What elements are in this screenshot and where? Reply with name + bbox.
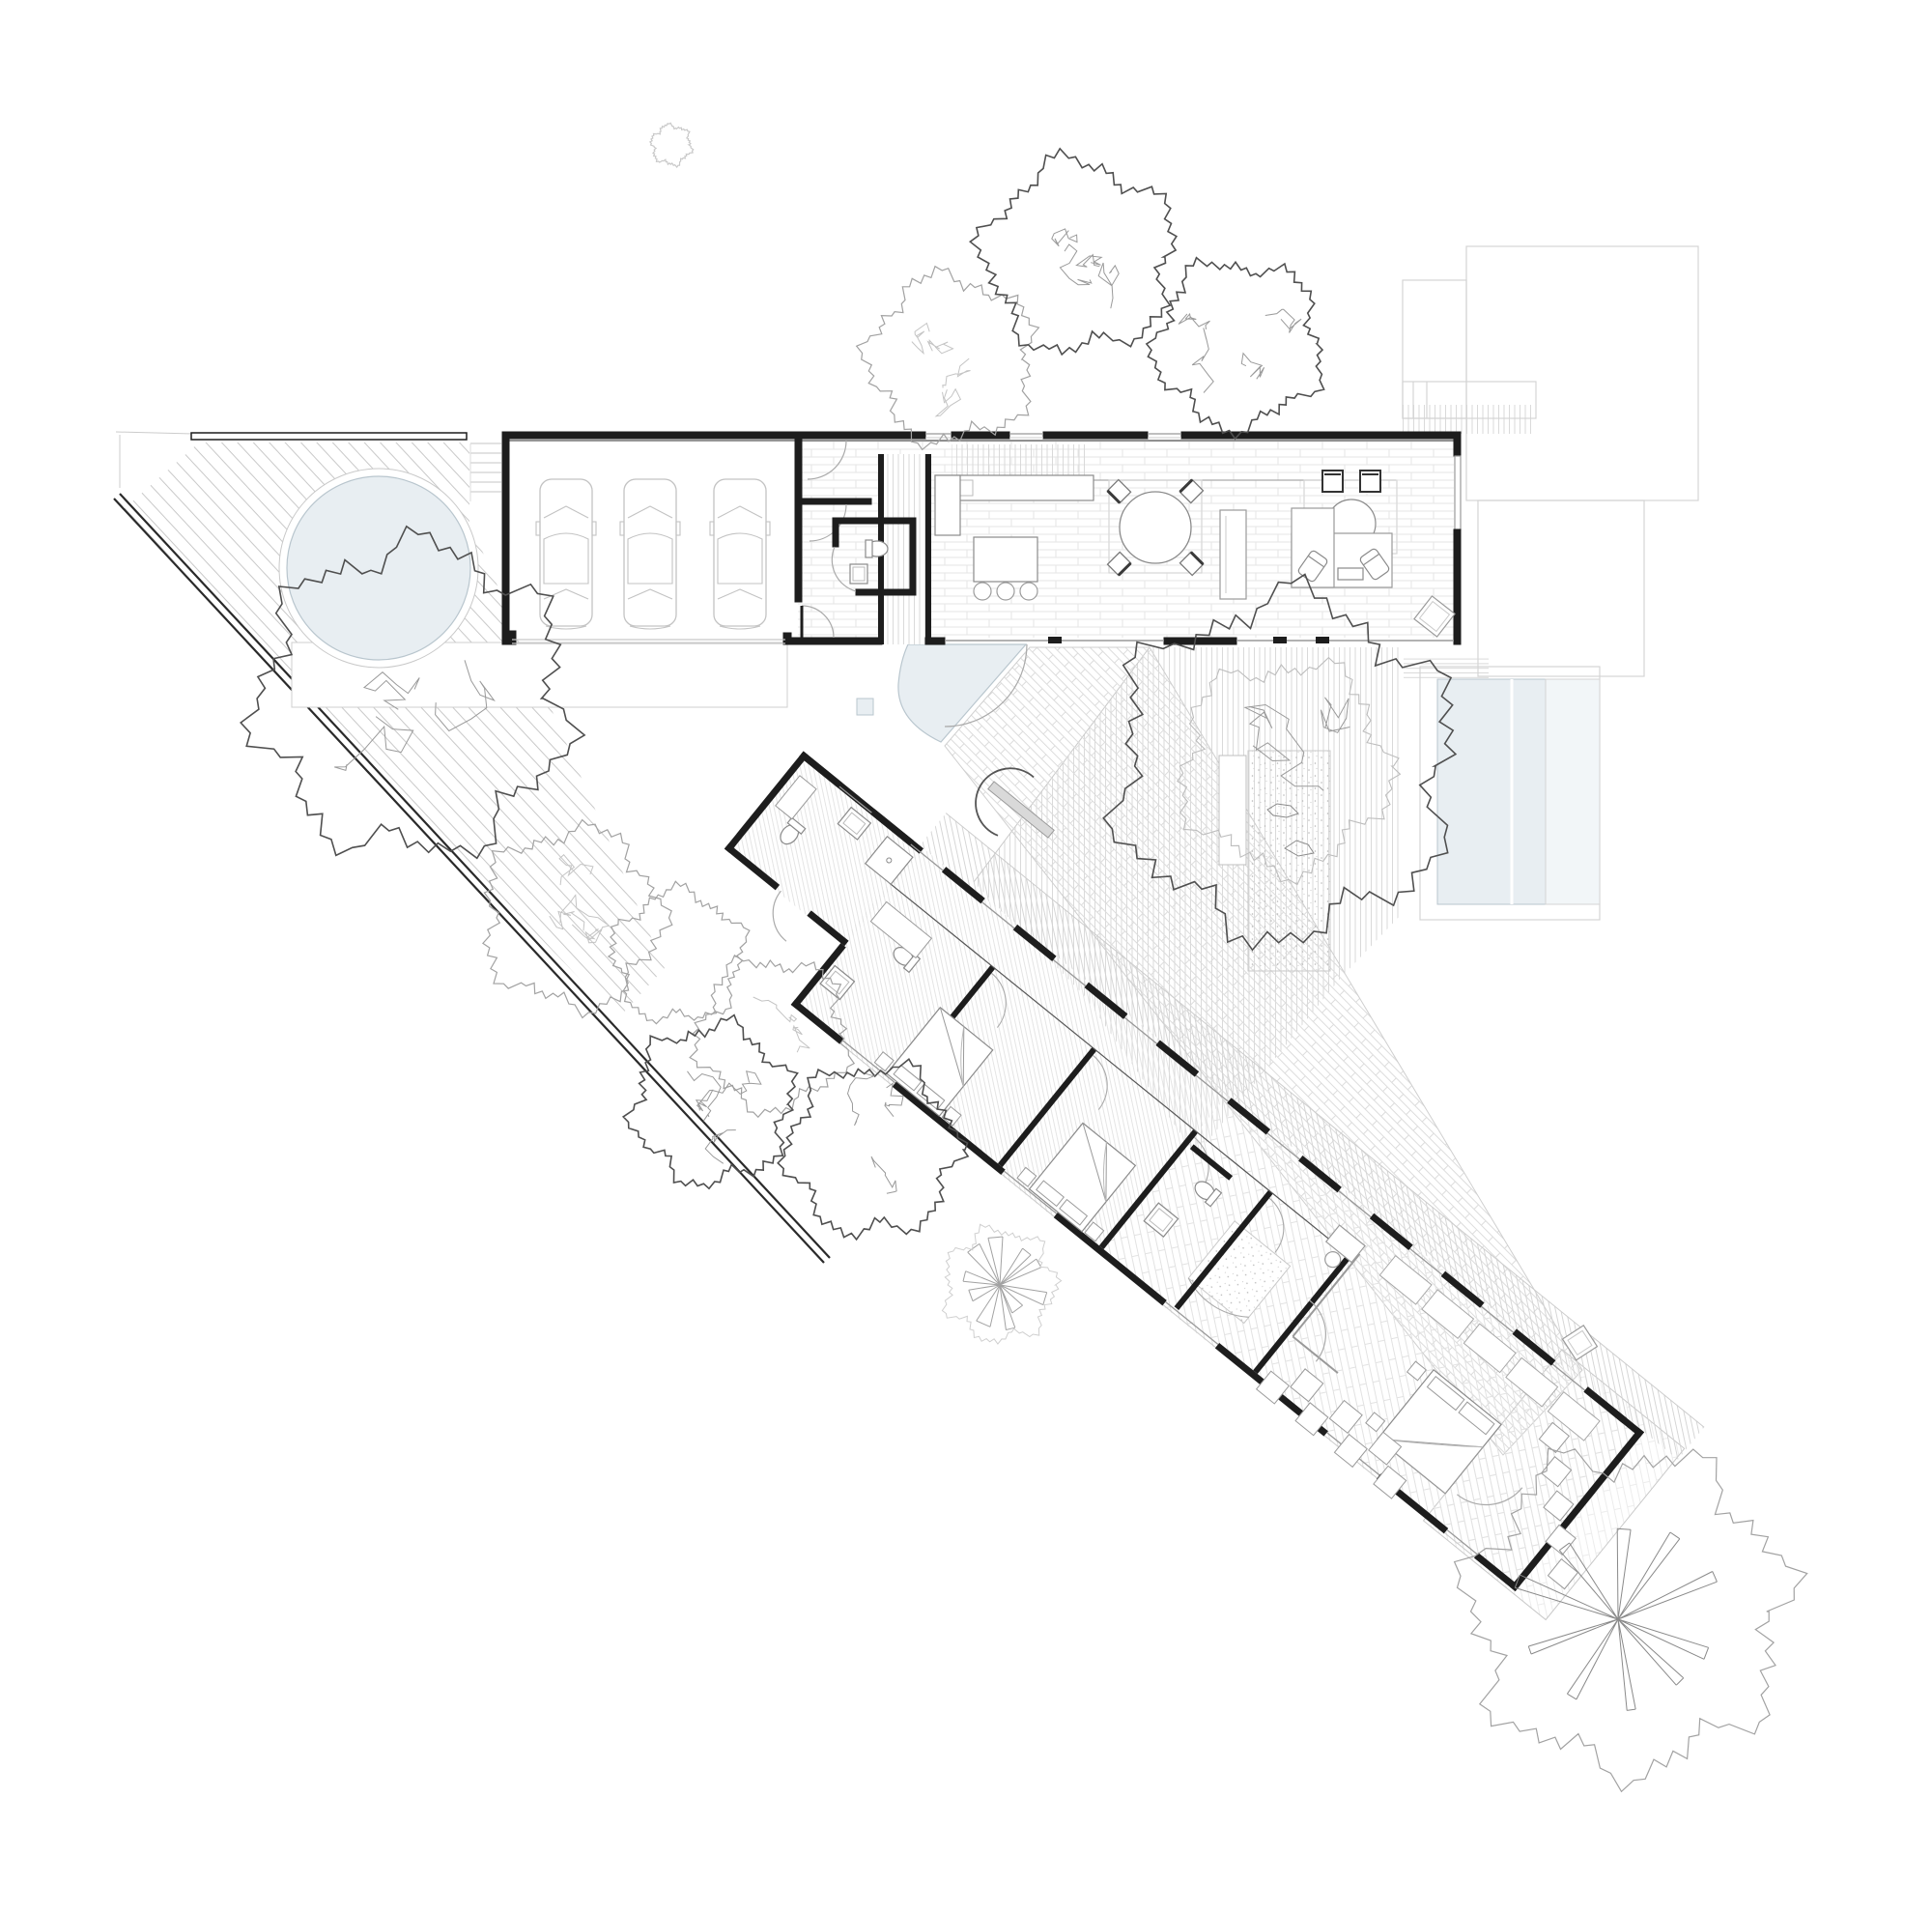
tree <box>855 265 1040 451</box>
tree <box>240 525 586 860</box>
bedroom-2 <box>1016 1122 1137 1242</box>
powder-toilet <box>849 539 889 585</box>
garage-cars <box>535 478 771 630</box>
bedroom-1 <box>873 1006 994 1127</box>
tree <box>941 1223 1063 1345</box>
diagonal-wing <box>724 751 1705 1621</box>
neighbor-pool <box>1419 666 1601 921</box>
fireplace-divider <box>1219 509 1247 600</box>
ensuite-1 <box>775 775 914 886</box>
neighbor-roofs <box>1402 245 1699 680</box>
tree <box>1102 573 1458 952</box>
trees <box>240 122 1808 1793</box>
horizontal-wing <box>501 405 1532 645</box>
path-gate <box>975 767 1055 839</box>
dining-set <box>1106 478 1205 577</box>
entry-pond <box>856 643 1028 743</box>
walls <box>501 431 1462 645</box>
master-suite <box>1255 1224 1601 1590</box>
tree <box>968 147 1179 357</box>
tree <box>648 122 695 168</box>
breezeway <box>878 454 931 644</box>
living-room <box>1291 470 1456 638</box>
site-boundary <box>113 431 831 1264</box>
tree <box>689 954 856 1119</box>
tree <box>1453 1447 1808 1793</box>
pool <box>278 442 501 669</box>
bath-2 <box>1143 1144 1234 1238</box>
bath-1 <box>819 900 933 1001</box>
kitchen <box>934 474 1094 601</box>
tree <box>1145 256 1325 441</box>
tree <box>621 1013 799 1190</box>
tree <box>481 818 673 1019</box>
tree <box>777 1057 970 1241</box>
